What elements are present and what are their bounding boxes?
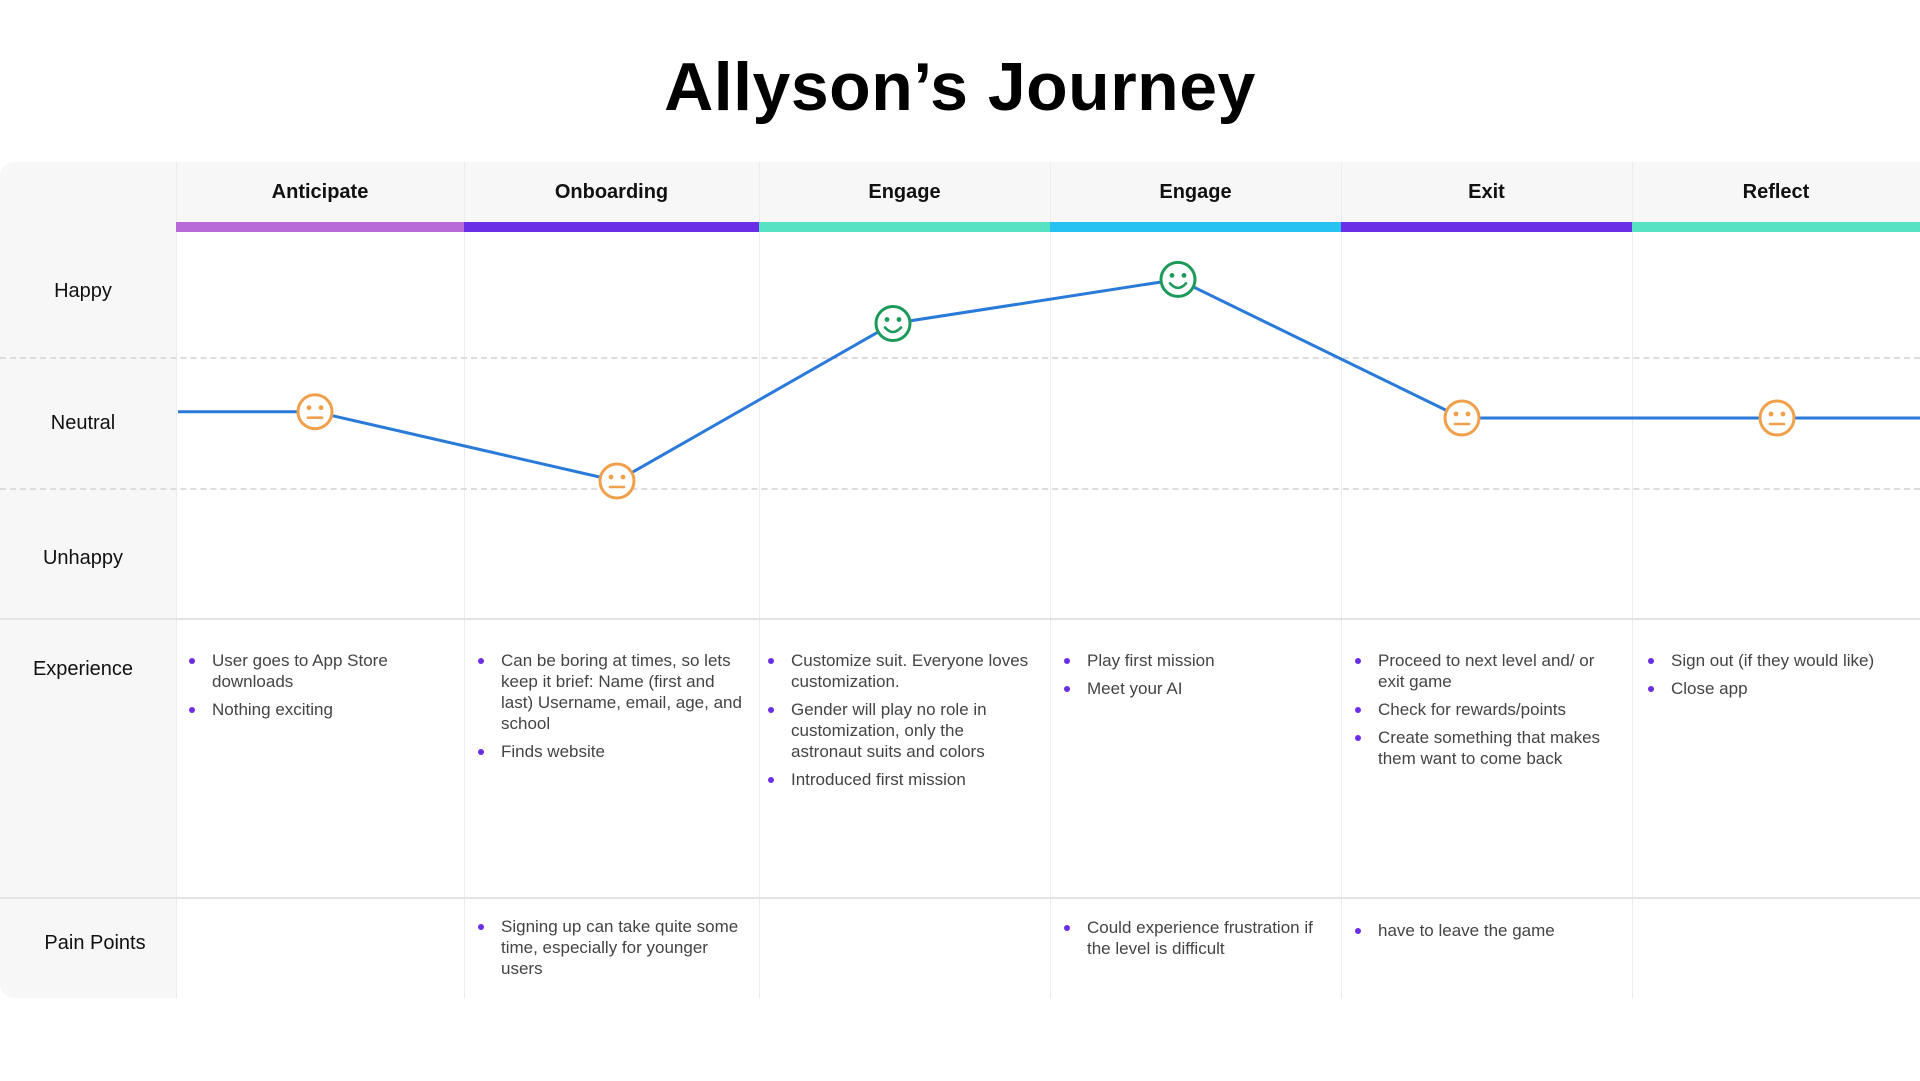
stage-color-bar (464, 222, 759, 232)
stage-header-exit: Exit (1468, 181, 1505, 203)
stage-color-bar (1050, 222, 1341, 232)
row-label-pain-points: Pain Points (44, 932, 146, 954)
stage-color-bar (176, 222, 464, 232)
list-item: User goes to App Store downloads (186, 650, 448, 692)
stage-color-bar (759, 222, 1050, 232)
list-item: Could experience frustration if the leve… (1061, 917, 1336, 959)
list-item: Nothing exciting (186, 699, 448, 720)
column-divider (1632, 162, 1633, 998)
stage-color-bar (1341, 222, 1632, 232)
column-divider (1341, 162, 1342, 998)
emotion-markers (296, 260, 1796, 500)
stage-header-engage-1: Engage (868, 181, 941, 203)
column-divider (176, 162, 177, 998)
stage-color-bar (1632, 222, 1920, 232)
list-item: Signing up can take quite some time, esp… (475, 916, 745, 979)
neutral-face-icon (1443, 399, 1481, 437)
column-divider (464, 162, 465, 998)
row-label-column (0, 162, 176, 998)
emotion-line-chart (178, 260, 1920, 500)
emotion-divider (0, 488, 1920, 490)
row-label-happy: Happy (54, 280, 112, 302)
list-item: Meet your AI (1061, 678, 1326, 699)
emotion-line (178, 277, 1920, 483)
column-divider (1050, 162, 1051, 998)
journey-map: Anticipate Onboarding Engage Engage Exit… (0, 162, 1920, 998)
row-label-experience: Experience (32, 658, 134, 680)
experience-cell-anticipate: User goes to App Store downloads Nothing… (186, 650, 448, 727)
page-title: Allyson’s Journey (664, 49, 1256, 125)
stage-header-engage-2: Engage (1159, 181, 1232, 203)
stage-header-anticipate: Anticipate (271, 181, 369, 203)
list-item: Sign out (if they would like) (1645, 650, 1915, 671)
experience-cell-reflect: Sign out (if they would like) Close app (1645, 650, 1915, 706)
list-item: Close app (1645, 678, 1915, 699)
stage-header-row (176, 162, 1920, 222)
column-divider (759, 162, 760, 998)
experience-cell-exit: Proceed to next level and/ or exit game … (1352, 650, 1617, 776)
list-item: Gender will play no role in customizatio… (765, 699, 1030, 762)
neutral-face-icon (1758, 399, 1796, 437)
row-label-unhappy: Unhappy (42, 547, 124, 569)
experience-cell-engage-1: Customize suit. Everyone loves customiza… (765, 650, 1030, 797)
pain-points-cell-engage-2: Could experience frustration if the leve… (1061, 917, 1336, 966)
experience-cell-onboarding: Can be boring at times, so lets keep it … (475, 650, 745, 769)
experience-cell-engage-2: Play first mission Meet your AI (1061, 650, 1326, 706)
list-item: Can be boring at times, so lets keep it … (475, 650, 745, 734)
neutral-face-icon (598, 462, 636, 500)
list-item: Finds website (475, 741, 745, 762)
stage-header-reflect: Reflect (1742, 181, 1810, 203)
list-item: Create something that makes them want to… (1352, 727, 1617, 769)
happy-face-icon (1159, 260, 1197, 298)
stage-header-onboarding: Onboarding (554, 181, 669, 203)
happy-face-icon (874, 305, 912, 342)
list-item: Customize suit. Everyone loves customiza… (765, 650, 1030, 692)
pain-points-cell-exit: have to leave the game (1352, 920, 1627, 948)
section-divider (0, 897, 1920, 899)
emotion-divider (0, 357, 1920, 359)
pain-points-cell-onboarding: Signing up can take quite some time, esp… (475, 916, 745, 986)
list-item: Proceed to next level and/ or exit game (1352, 650, 1617, 692)
list-item: have to leave the game (1352, 920, 1627, 941)
list-item: Check for rewards/points (1352, 699, 1617, 720)
section-divider (0, 618, 1920, 620)
list-item: Play first mission (1061, 650, 1326, 671)
row-label-neutral: Neutral (50, 412, 116, 434)
neutral-face-icon (296, 393, 334, 431)
list-item: Introduced first mission (765, 769, 1030, 790)
